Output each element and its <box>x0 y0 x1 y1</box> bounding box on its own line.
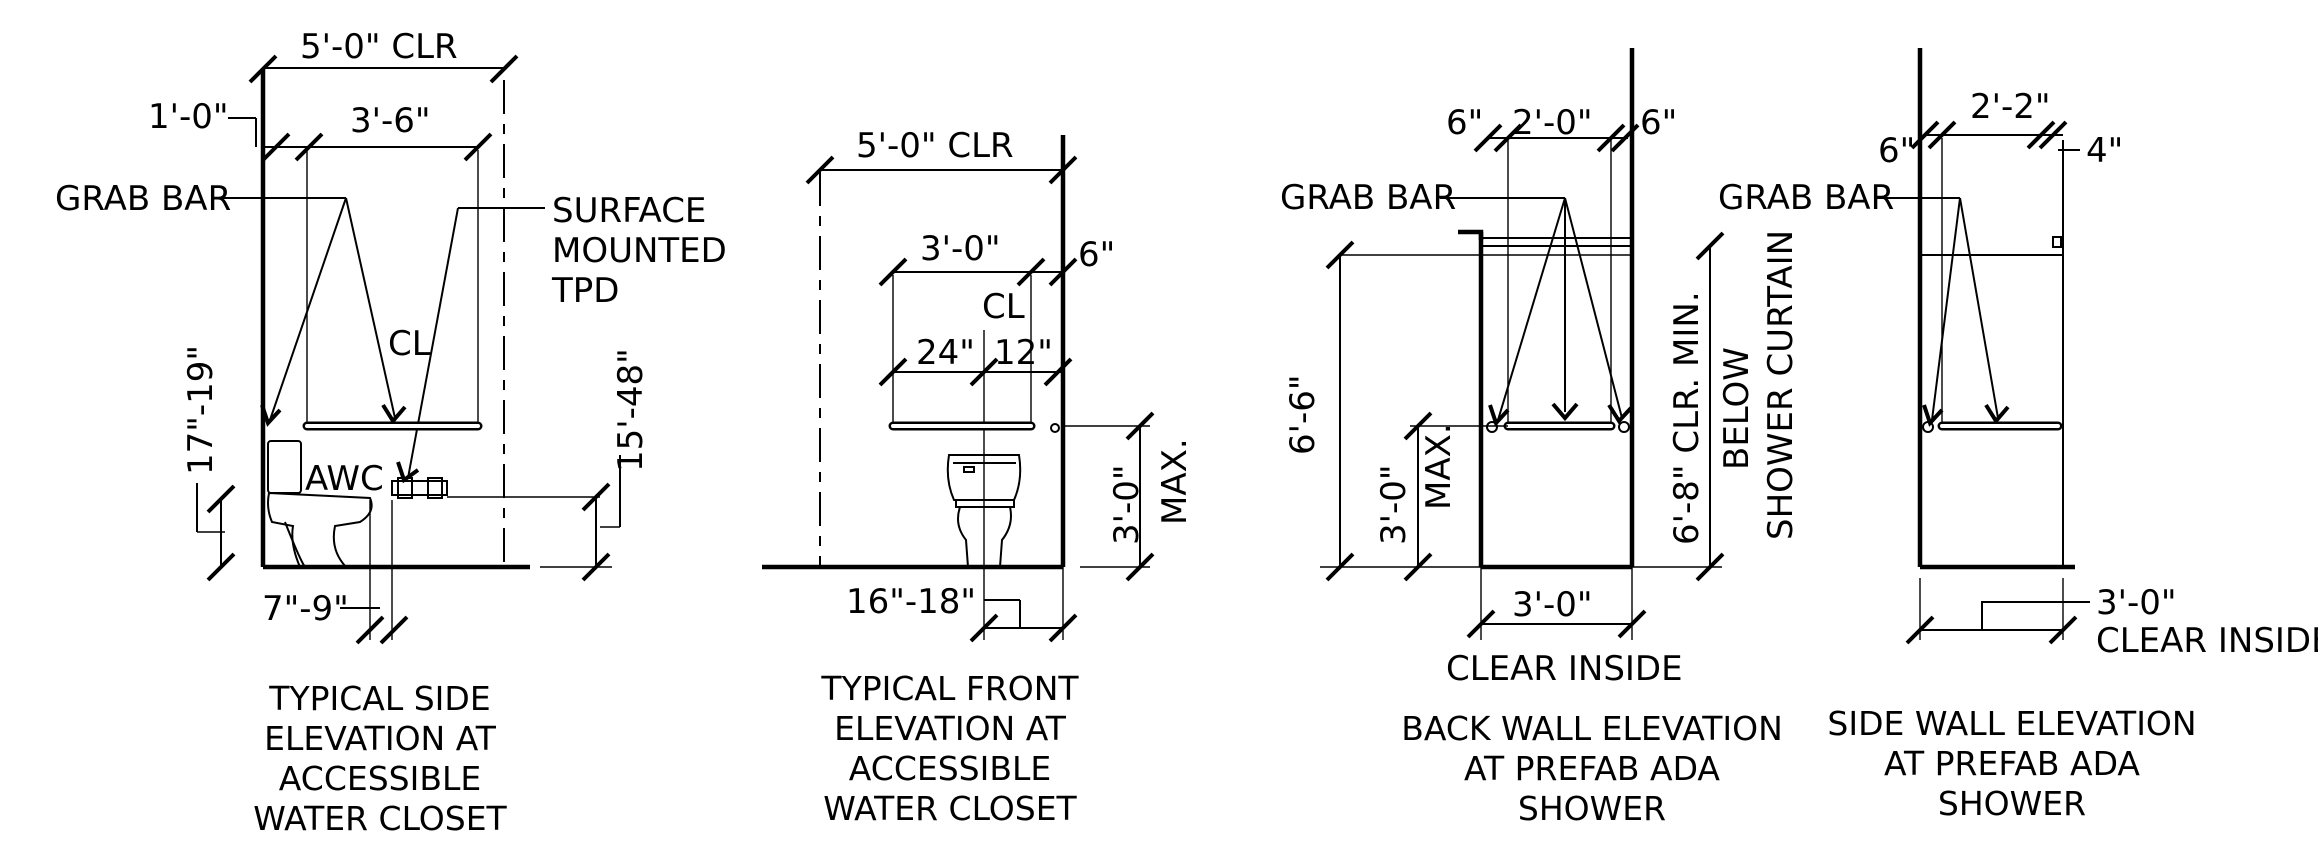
water-closet-side <box>267 440 373 568</box>
grab-bar-label: GRAB BAR <box>1280 178 1456 218</box>
overall-height-label: 6'-6" <box>1283 374 1323 455</box>
width-label: 3'-0" <box>1512 585 1593 625</box>
wall-fitting <box>1050 423 1060 433</box>
side-shower-elevation: 6" 2'-2" 4" GRAB BAR 3'-0" CLEAR INSIDE … <box>1718 48 2318 823</box>
dim-clr-label: 5'-0" CLR <box>300 27 458 67</box>
dim-left-label: 6" <box>1878 131 1915 171</box>
caption-side-shower-2: AT PREFAB ADA <box>1884 744 2140 783</box>
side-wc-elevation: 5'-0" CLR 1'-0" 3'-6" GRAB BAR SURFACE M… <box>55 27 727 838</box>
caption-side-wc-3: ACCESSIBLE <box>279 759 481 798</box>
dim-right-label: 4" <box>2086 131 2123 171</box>
grab-bar-label: GRAB BAR <box>55 179 231 219</box>
clear-inside-label: CLEAR INSIDE <box>1446 649 1683 689</box>
curtain-label-1: BELOW <box>1717 347 1757 470</box>
centerline-symbol: CL <box>982 287 1025 327</box>
caption-back-shower-2: AT PREFAB ADA <box>1464 749 1720 788</box>
bar-height-label: 3'-0" <box>1107 464 1147 545</box>
curtain-clearance-label: 6'-8" CLR. MIN. <box>1667 291 1707 545</box>
dim-end-label: 6" <box>1078 235 1115 275</box>
tpd-offset-label: 7"-9" <box>262 589 349 629</box>
dim-bar-label: 3'-6" <box>350 101 431 141</box>
caption-side-wc-4: WATER CLOSET <box>253 799 507 838</box>
caption-back-shower-3: SHOWER <box>1518 789 1666 828</box>
dim-bar-label: 3'-0" <box>920 229 1001 269</box>
curtain-label-2: SHOWER CURTAIN <box>1761 230 1801 540</box>
caption-side-wc-1: TYPICAL SIDE <box>268 679 490 718</box>
back-shower-elevation: 6" 2'-0" 6" GRAB BAR 6'-6" 3'-0" MAX. 6'… <box>1280 48 1801 828</box>
dim-mid-label: 2'-0" <box>1512 103 1593 143</box>
caption-front-wc-1: TYPICAL FRONT <box>820 669 1079 708</box>
front-wc-elevation: 5'-0" CLR 3'-0" 6" CL 24" 12" 3'-0" MAX.… <box>762 126 1195 828</box>
tpd-height-label: 15'-48" <box>611 348 651 472</box>
dim-right-label: 12" <box>994 333 1053 373</box>
dim-right-label: 6" <box>1640 103 1677 143</box>
caption-side-wc-2: ELEVATION AT <box>264 719 497 758</box>
caption-front-wc-2: ELEVATION AT <box>834 709 1067 748</box>
wc-offset-label: 16"-18" <box>846 582 976 622</box>
width-label: 3'-0" <box>2096 583 2177 623</box>
caption-side-shower-1: SIDE WALL ELEVATION <box>1827 704 2196 743</box>
clear-inside-label: CLEAR INSIDE <box>2096 621 2318 661</box>
fixture-label: AWC <box>305 459 384 499</box>
grab-bar-label: GRAB BAR <box>1718 178 1894 218</box>
water-closet-front <box>946 454 1022 568</box>
dim-mid-label: 2'-2" <box>1970 87 2051 127</box>
dim-left-label: 6" <box>1446 103 1483 143</box>
dim-left-label: 24" <box>916 333 975 373</box>
seat-height-label: 17"-19" <box>181 345 221 475</box>
tpd-label-3: TPD <box>551 271 619 311</box>
caption-front-wc-4: WATER CLOSET <box>823 789 1077 828</box>
tpd-label-1: SURFACE <box>552 191 706 231</box>
dim-back-label: 1'-0" <box>148 97 229 137</box>
caption-back-shower-1: BACK WALL ELEVATION <box>1401 709 1783 748</box>
caption-side-shower-3: SHOWER <box>1938 784 2086 823</box>
tpd-label-2: MOUNTED <box>552 231 727 271</box>
caption-front-wc-3: ACCESSIBLE <box>849 749 1051 788</box>
tpd-fixture <box>391 477 448 499</box>
bar-max-label: MAX. <box>1419 423 1459 510</box>
bar-max-label: MAX. <box>1155 438 1195 525</box>
dim-clr-label: 5'-0" CLR <box>856 126 1014 166</box>
bar-height-label: 3'-0" <box>1374 464 1414 545</box>
centerline-symbol: CL <box>388 324 431 364</box>
